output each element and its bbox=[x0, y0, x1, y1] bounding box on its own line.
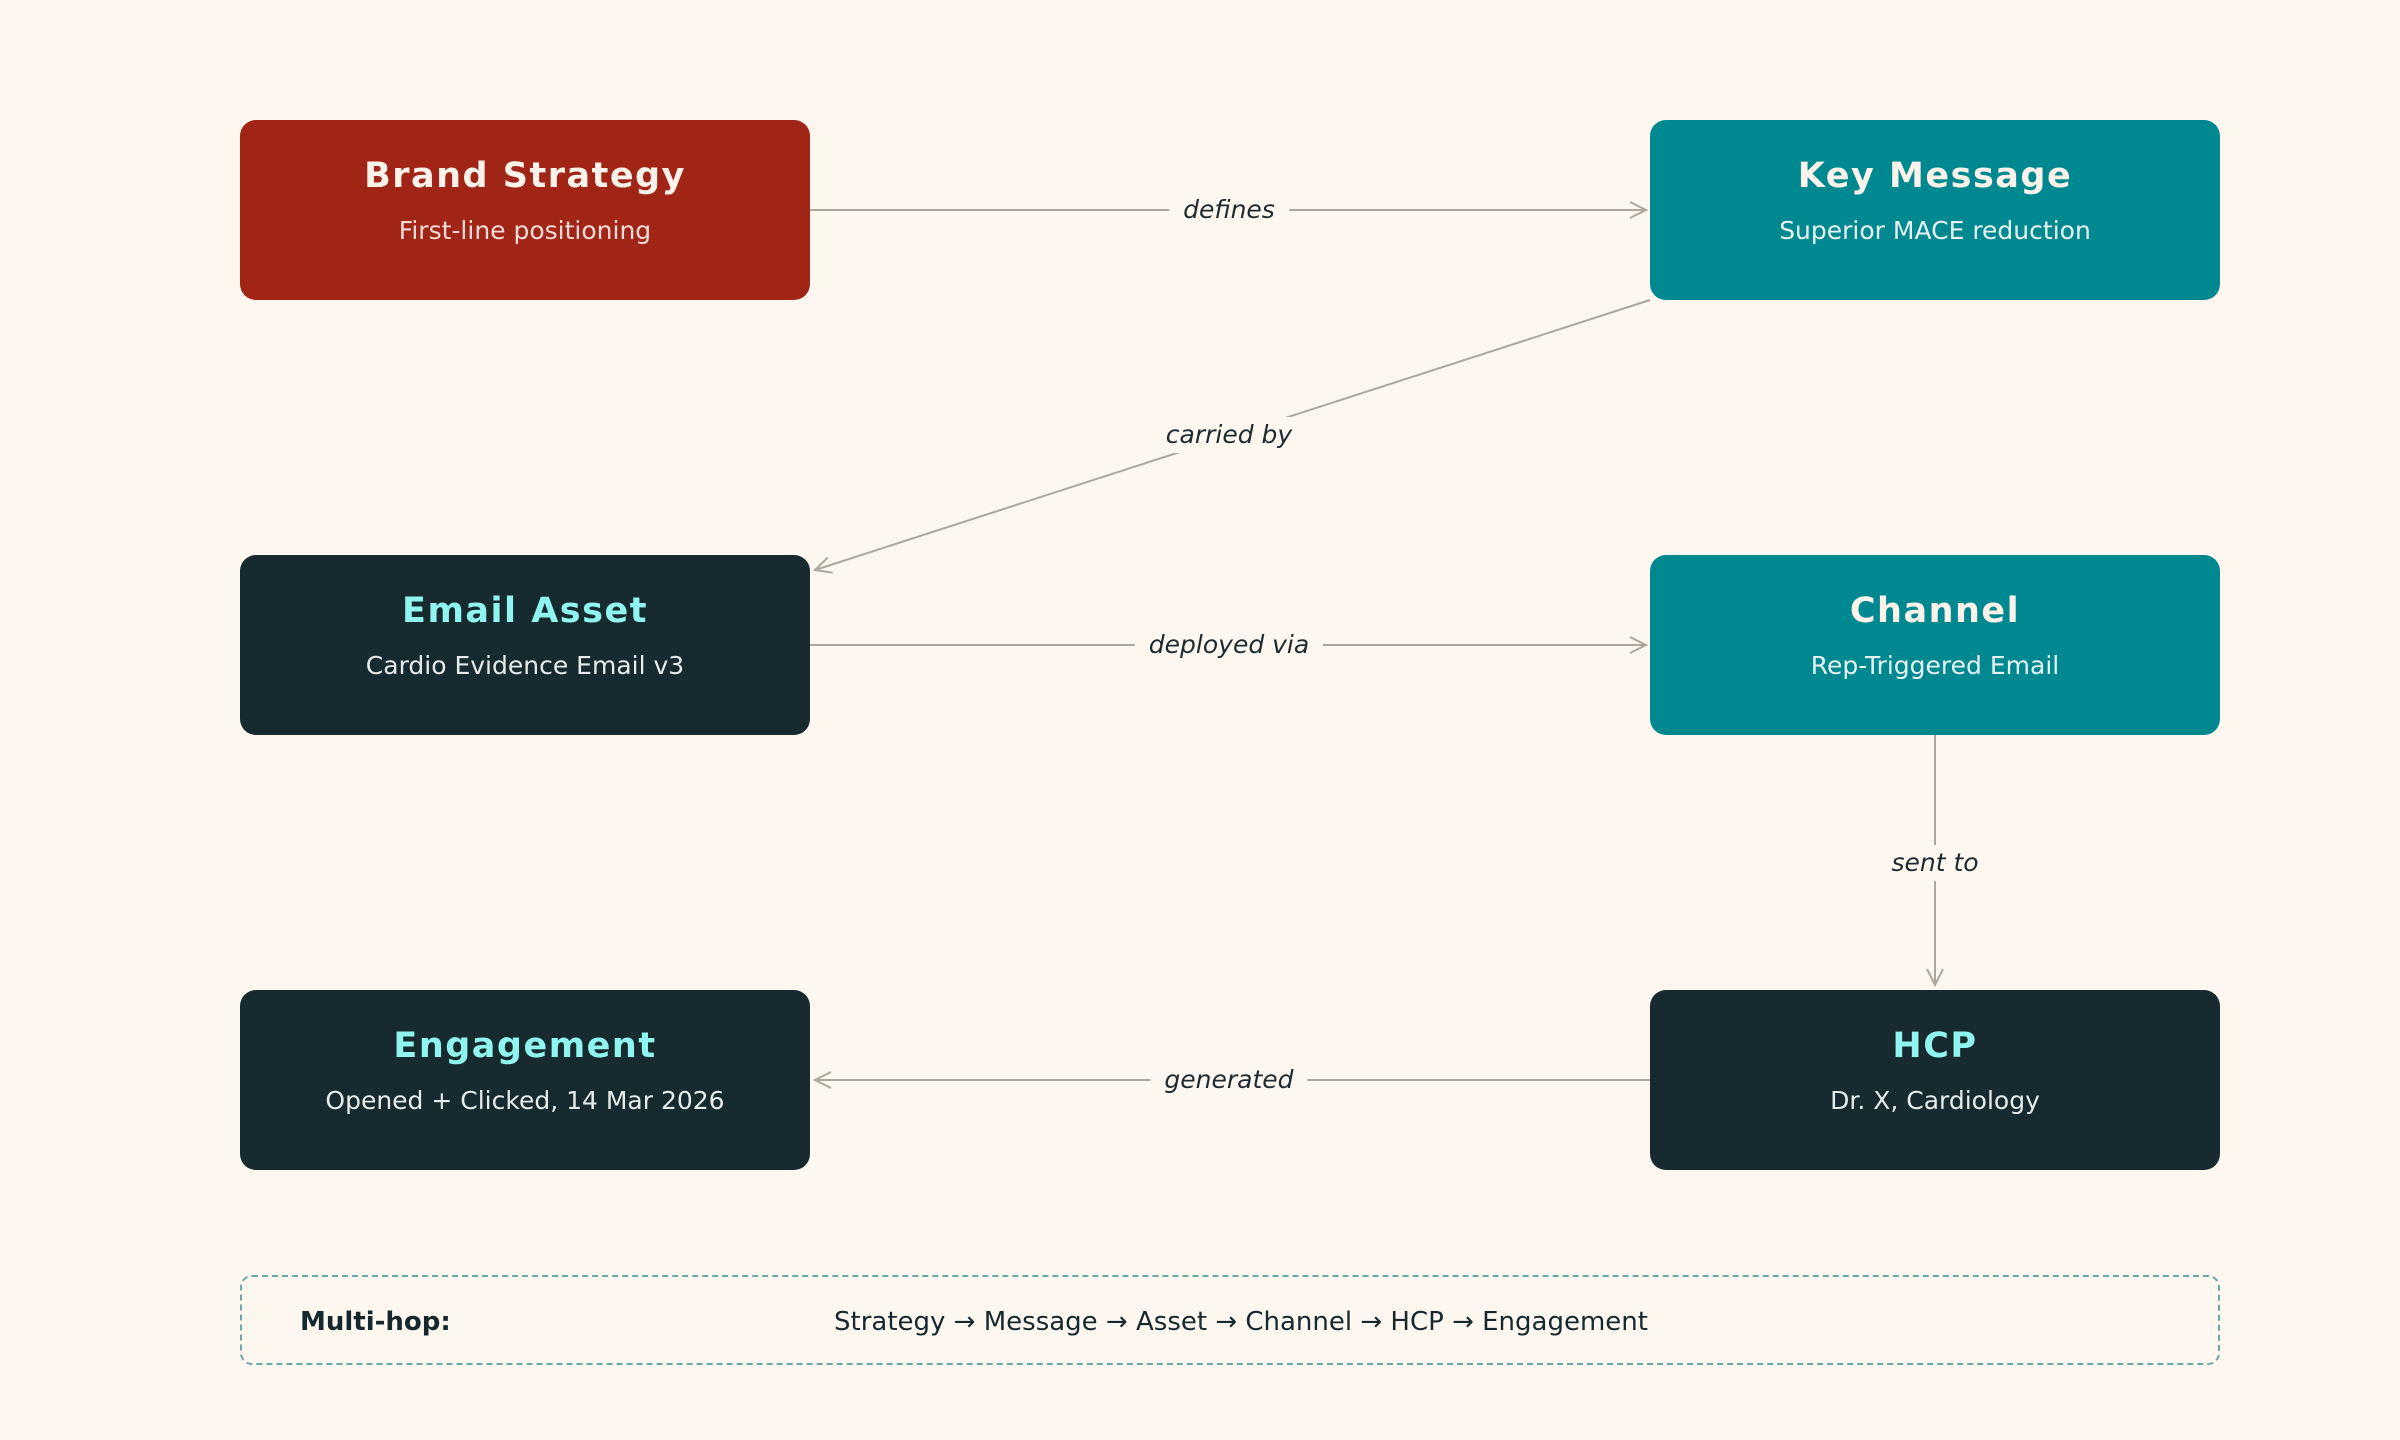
multihop-label: Multi-hop: bbox=[300, 1307, 451, 1337]
node-email-asset-title: Email Asset bbox=[402, 591, 648, 631]
node-engagement: Engagement Opened + Clicked, 14 Mar 2026 bbox=[240, 990, 810, 1170]
edge-label-sent-to: sent to bbox=[1877, 845, 1993, 881]
multihop-path: Strategy → Message → Asset → Channel → H… bbox=[834, 1307, 1648, 1337]
node-key-message-subtitle: Superior MACE reduction bbox=[1779, 216, 2091, 245]
node-engagement-subtitle: Opened + Clicked, 14 Mar 2026 bbox=[325, 1086, 725, 1115]
node-email-asset-subtitle: Cardio Evidence Email v3 bbox=[365, 651, 685, 680]
multihop-summary-box: Multi-hop: Strategy → Message → Asset → … bbox=[240, 1275, 2220, 1365]
edge-label-generated: generated bbox=[1150, 1062, 1308, 1098]
node-hcp-subtitle: Dr. X, Cardiology bbox=[1830, 1086, 2040, 1115]
node-channel-subtitle: Rep-Triggered Email bbox=[1810, 651, 2060, 680]
node-hcp-title: HCP bbox=[1892, 1026, 1978, 1066]
node-brand-strategy: Brand Strategy First-line positioning bbox=[240, 120, 810, 300]
node-key-message: Key Message Superior MACE reduction bbox=[1650, 120, 2220, 300]
node-email-asset: Email Asset Cardio Evidence Email v3 bbox=[240, 555, 810, 735]
node-brand-strategy-subtitle: First-line positioning bbox=[398, 216, 652, 245]
node-brand-strategy-title: Brand Strategy bbox=[364, 156, 686, 196]
node-engagement-title: Engagement bbox=[393, 1026, 657, 1066]
edge-label-deployed-via: deployed via bbox=[1134, 627, 1324, 663]
node-channel-title: Channel bbox=[1849, 591, 2021, 631]
edge-label-carried-by: carried by bbox=[1151, 417, 1307, 453]
node-channel: Channel Rep-Triggered Email bbox=[1650, 555, 2220, 735]
node-hcp: HCP Dr. X, Cardiology bbox=[1650, 990, 2220, 1170]
edge-label-defines: defines bbox=[1169, 192, 1289, 228]
node-key-message-title: Key Message bbox=[1797, 156, 2073, 196]
